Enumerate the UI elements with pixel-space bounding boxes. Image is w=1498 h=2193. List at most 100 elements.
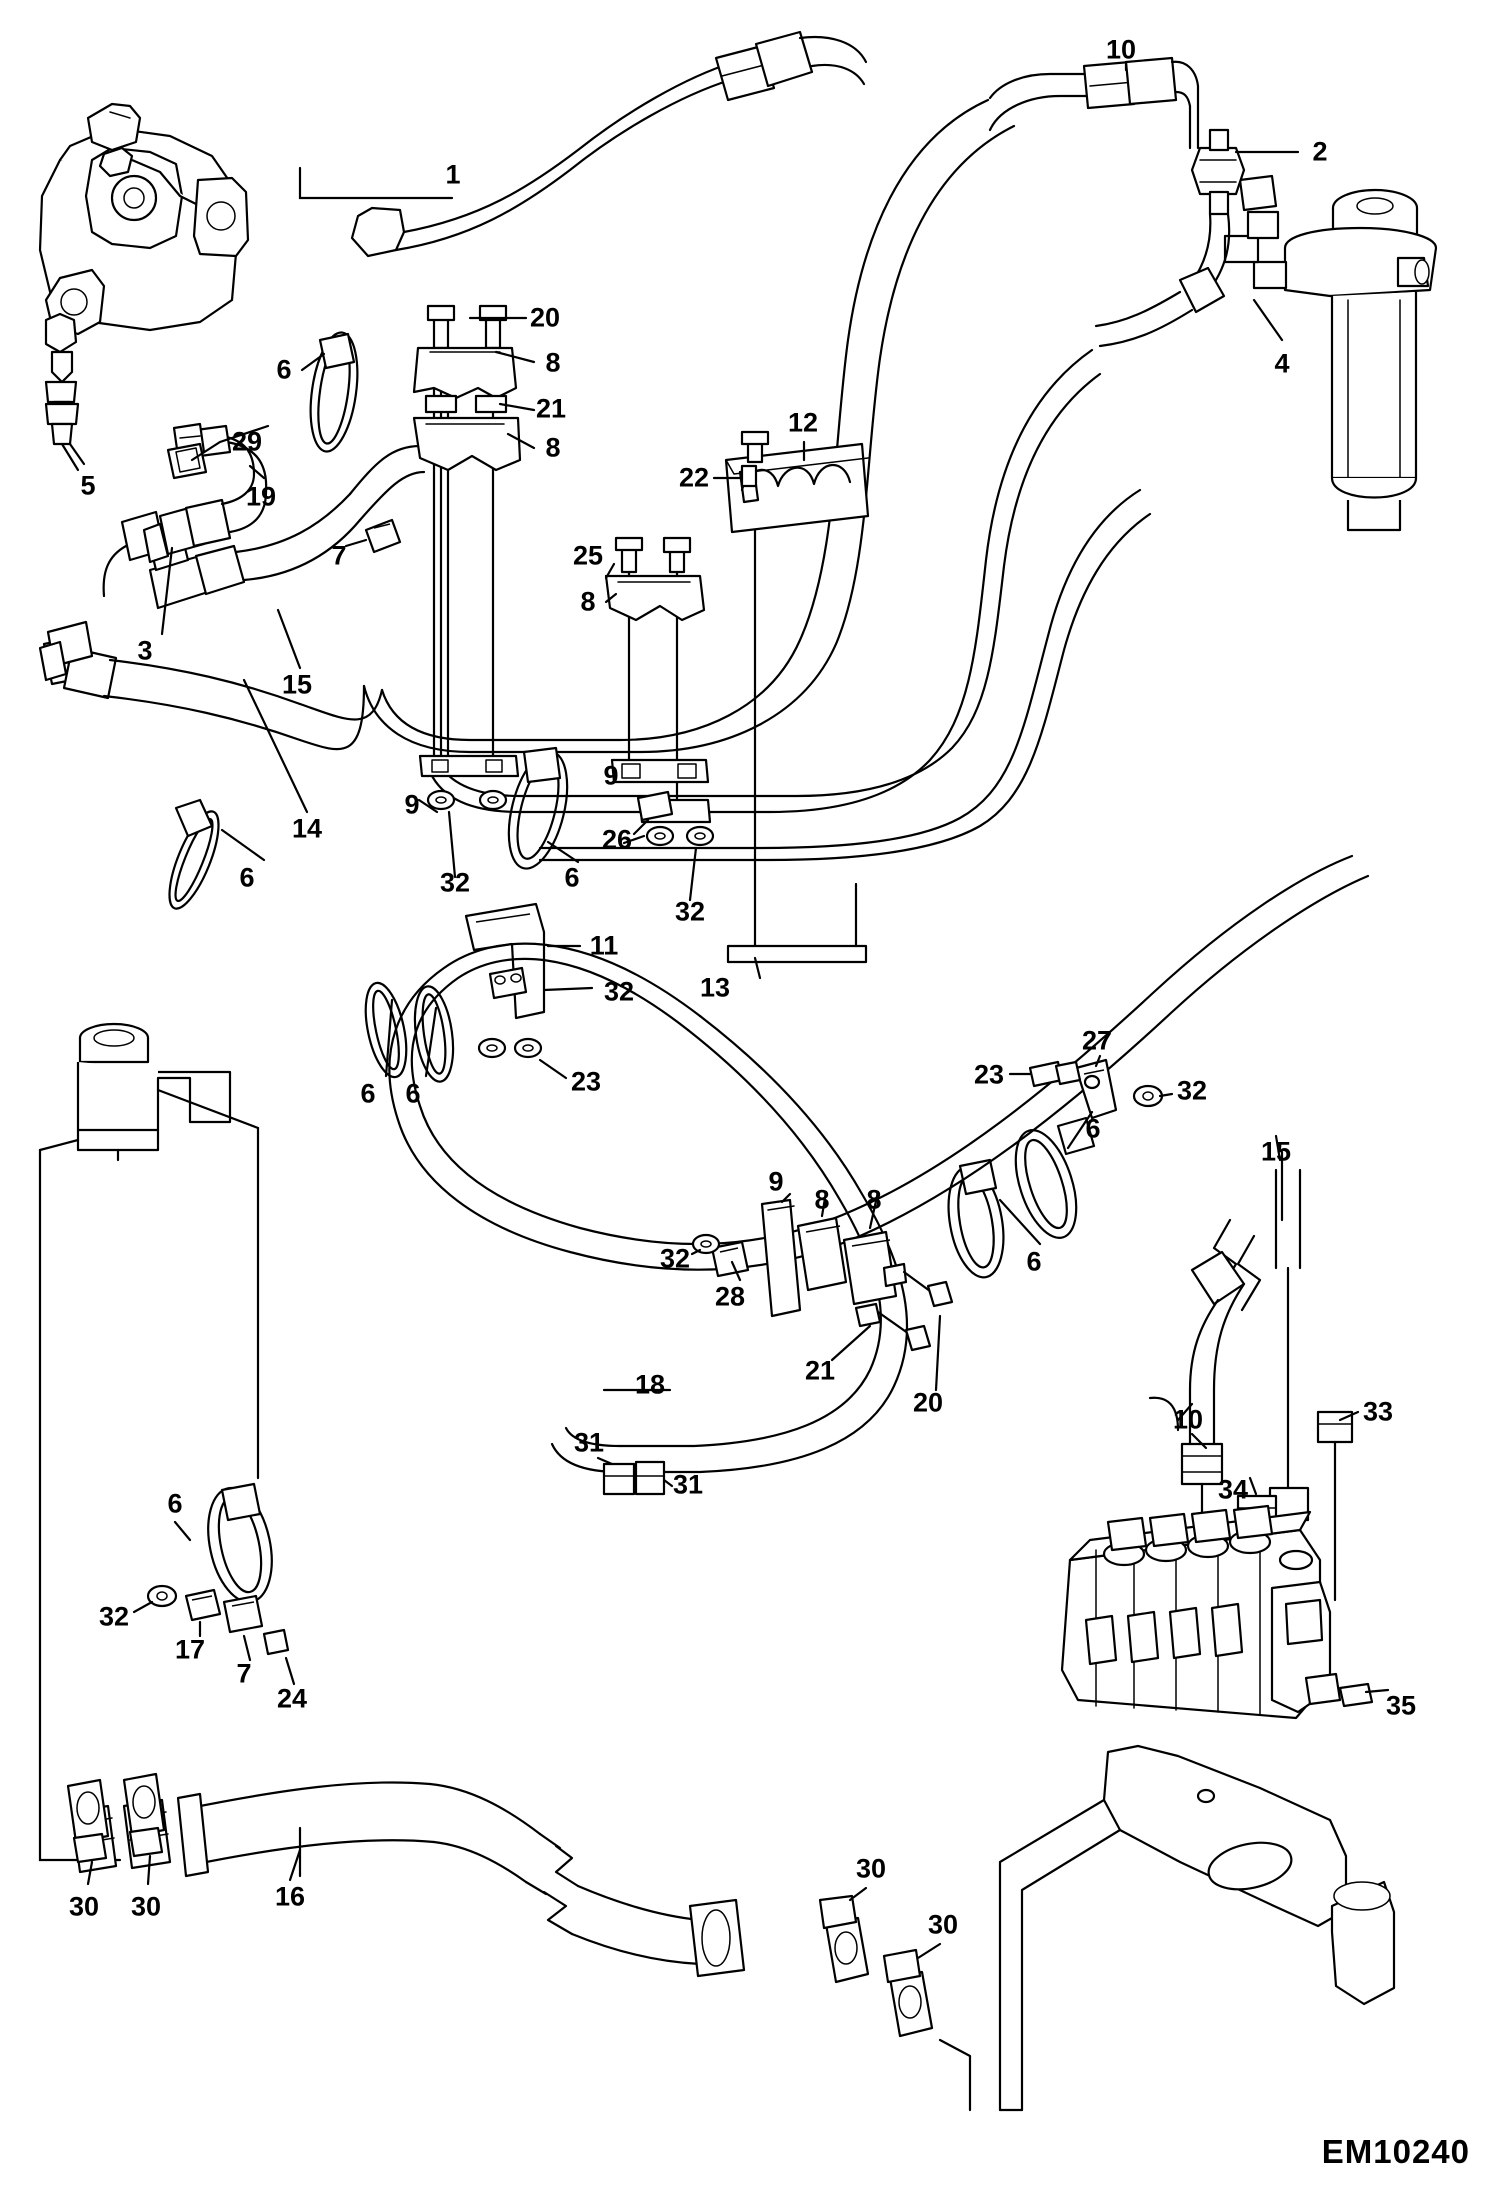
callout-2: 2 xyxy=(1312,136,1328,167)
callout-8-e: 8 xyxy=(866,1184,882,1215)
callout-5: 5 xyxy=(80,470,96,501)
callout-30-d: 30 xyxy=(927,1909,959,1940)
callout-35: 35 xyxy=(1385,1690,1417,1721)
callout-29: 29 xyxy=(231,426,263,457)
callout-13: 13 xyxy=(699,972,731,1003)
callout-7-b: 7 xyxy=(236,1658,252,1689)
tie-strap-item-6-f xyxy=(1014,1116,1096,1239)
clip-item-27 xyxy=(1008,1054,1174,1120)
callout-32-c: 32 xyxy=(603,976,635,1007)
callout-32-f: 32 xyxy=(98,1601,130,1632)
callout-32-d: 32 xyxy=(1176,1075,1208,1106)
callout-6-f: 6 xyxy=(1085,1113,1101,1144)
callout-32-b: 32 xyxy=(674,896,706,927)
callout-17: 17 xyxy=(174,1634,206,1665)
callout-26: 26 xyxy=(601,824,633,855)
callout-9-c: 9 xyxy=(768,1166,784,1197)
callout-31-a: 31 xyxy=(573,1427,605,1458)
fitting-item-31 xyxy=(596,1456,674,1496)
callout-6-a: 6 xyxy=(276,354,292,385)
callout-32-e: 32 xyxy=(659,1243,691,1274)
clamp-item-30-d xyxy=(882,1942,942,2038)
hose-items-14-15 xyxy=(38,444,426,751)
tie-strap-item-6-e xyxy=(413,985,455,1083)
clamp-stack-upper xyxy=(412,304,522,879)
callout-10-upper: 10 xyxy=(1105,34,1137,65)
fitting-item-5 xyxy=(44,402,80,472)
callout-8-c: 8 xyxy=(580,586,596,617)
hose-item-10-lower xyxy=(1148,1396,1208,1450)
callout-3: 3 xyxy=(137,635,153,666)
callout-11: 11 xyxy=(589,930,619,961)
callout-6-b: 6 xyxy=(239,862,255,893)
clip-item-26 xyxy=(632,790,674,836)
callout-34: 34 xyxy=(1217,1474,1249,1505)
callout-18: 18 xyxy=(634,1369,666,1400)
callout-8-a: 8 xyxy=(545,347,561,378)
callout-23-b: 23 xyxy=(973,1059,1005,1090)
callout-25: 25 xyxy=(572,540,604,571)
control-valve-block xyxy=(1060,1150,1390,1720)
callout-32-a: 32 xyxy=(439,867,471,898)
hose-loop-item-18 xyxy=(388,854,1370,1474)
callout-21-a: 21 xyxy=(535,393,567,424)
callout-23-a: 23 xyxy=(570,1066,602,1097)
callout-22: 22 xyxy=(678,462,710,493)
callout-4: 4 xyxy=(1274,348,1290,379)
callout-20-upper: 20 xyxy=(529,302,561,333)
clamp-item-29 xyxy=(166,442,208,480)
callout-1: 1 xyxy=(445,159,461,190)
callout-12: 12 xyxy=(787,407,819,438)
clamp-item-30-b xyxy=(122,1772,166,1886)
callout-19: 19 xyxy=(245,481,277,512)
hydrostatic-pump xyxy=(38,102,250,426)
callout-16: 16 xyxy=(274,1881,306,1912)
callout-6-c: 6 xyxy=(564,862,580,893)
drawing-number: EM10240 xyxy=(1321,2133,1470,2170)
clamp-stack-lower xyxy=(690,1190,954,1392)
callout-7-a: 7 xyxy=(331,540,347,571)
clamp-item-30-c xyxy=(818,1886,870,1984)
callout-9-b: 9 xyxy=(404,789,420,820)
callout-10-lower: 10 xyxy=(1172,1404,1204,1435)
tie-strap-item-6-b xyxy=(168,798,220,910)
callout-30-c: 30 xyxy=(855,1853,887,1884)
callout-6-g: 6 xyxy=(1026,1246,1042,1277)
callout-20-b: 20 xyxy=(912,1387,944,1418)
mount-bracket-bottom-right xyxy=(938,1744,1396,2112)
callout-6-h: 6 xyxy=(167,1488,183,1519)
callout-14: 14 xyxy=(291,813,323,844)
hose-item-10-upper xyxy=(988,56,1231,348)
tie-strap-item-6-g xyxy=(947,1158,1005,1279)
clip-group-lower-left xyxy=(132,1584,296,1686)
bolt-item-22 xyxy=(712,464,758,488)
callout-30-b: 30 xyxy=(130,1891,162,1922)
callout-28: 28 xyxy=(714,1281,746,1312)
hydraulic-filter-assembly xyxy=(1190,128,1438,532)
callout-24: 24 xyxy=(276,1683,308,1714)
hose-item-16 xyxy=(70,1781,746,1978)
callout-30-a: 30 xyxy=(68,1891,100,1922)
callout-9-a: 9 xyxy=(603,760,619,791)
hose-item-1 xyxy=(350,30,868,258)
callout-21-b: 21 xyxy=(804,1355,836,1386)
callout-8-b: 8 xyxy=(545,432,561,463)
elbow-fitting-left xyxy=(38,1022,260,1862)
clamp-item-30-a xyxy=(66,1778,110,1886)
clip-item-7-a xyxy=(344,518,402,554)
callout-31-b: 31 xyxy=(672,1469,704,1500)
callout-15-a: 15 xyxy=(281,669,313,700)
callout-6-d: 6 xyxy=(360,1078,376,1109)
leader-lines-misc xyxy=(68,60,1300,1882)
hose-item-15-lower xyxy=(1180,1168,1310,1562)
callout-6-e: 6 xyxy=(405,1078,421,1109)
bracket-item-11 xyxy=(464,902,594,1080)
callout-8-d: 8 xyxy=(814,1184,830,1215)
callout-27: 27 xyxy=(1081,1025,1113,1056)
fittings-item-3-19 xyxy=(158,422,268,556)
tie-strap-item-6-c xyxy=(507,746,569,870)
tie-strap-item-6-h xyxy=(207,1482,273,1604)
tie-strap-item-6-a xyxy=(309,331,359,453)
